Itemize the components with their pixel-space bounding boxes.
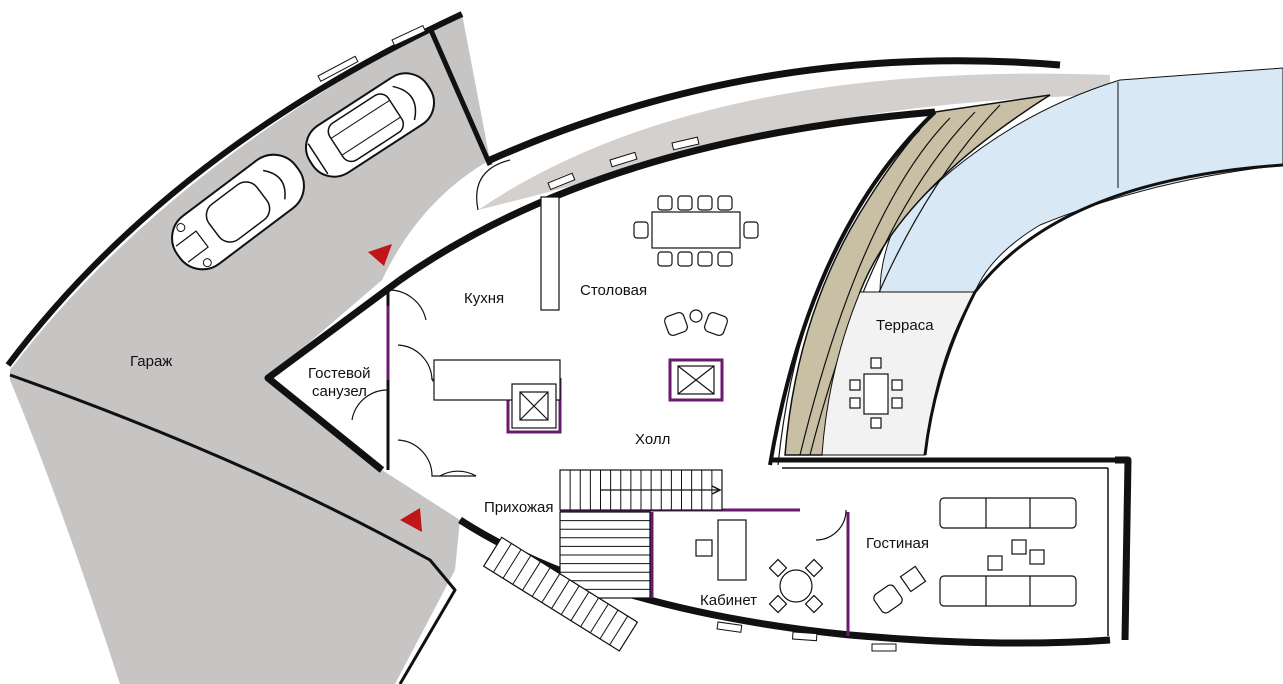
garage-area (5, 11, 493, 684)
elevator-icon (668, 358, 724, 402)
stair-tread (551, 579, 570, 609)
stair-tread (570, 591, 590, 621)
entry-arrow-icon (400, 508, 422, 532)
stair-tread (589, 603, 609, 634)
south-wall (458, 517, 1111, 647)
dining-table-icon (849, 357, 903, 429)
room-label-guest-wc-1: Гостевой (308, 365, 371, 382)
canopy-curve (476, 159, 511, 211)
garage-floor (10, 14, 490, 684)
stair-tread (560, 585, 580, 615)
kitchen-counter (540, 196, 560, 311)
armchair-icon (873, 565, 927, 614)
west-wall (264, 277, 403, 473)
room-label-garage: Гараж (130, 353, 172, 370)
window (671, 136, 700, 151)
garage-outer-wall (5, 11, 464, 367)
stair-icon (559, 469, 723, 599)
entry-arrow-icon (368, 244, 392, 266)
stair-tread (502, 549, 522, 579)
room-label-entry: Прихожая (484, 499, 554, 516)
armchair-icon (663, 309, 729, 337)
car-icon (171, 153, 305, 271)
window (716, 621, 743, 633)
room-label-hall: Холл (635, 431, 670, 448)
room-label-guest-wc-2: санузел (312, 383, 367, 400)
dining-table-icon (633, 195, 759, 267)
stair-tread (512, 555, 532, 585)
garage-inner-wall (427, 26, 493, 167)
north-wall-inner (397, 108, 936, 283)
roof-strip (478, 73, 1110, 210)
stair-tread (522, 561, 541, 591)
sofa-icon (939, 497, 1077, 607)
room-label-study: Кабинет (700, 592, 757, 609)
dining-table-icon (768, 558, 824, 614)
north-wall-outer (488, 57, 1061, 164)
garage-window (317, 55, 359, 82)
guest-wc-doors (351, 289, 847, 541)
window (547, 172, 576, 191)
kitchen-island (433, 359, 561, 401)
east-wall (1115, 456, 1132, 641)
elevator-icon (511, 383, 557, 429)
room-label-dining: Столовая (580, 282, 647, 299)
pool-deck (768, 67, 1283, 466)
window (609, 151, 638, 168)
stair-tread (531, 567, 551, 597)
car-icon (305, 72, 435, 178)
room-label-terrace: Терраса (876, 317, 934, 334)
stair-tread (492, 543, 512, 573)
upper-wall (397, 57, 1110, 283)
window (871, 643, 897, 652)
garage-lower-edge (9, 373, 457, 684)
stair-icon (482, 536, 639, 652)
pool-outer-wall (923, 163, 1283, 456)
stair-tread (609, 615, 629, 646)
stair-tread (580, 597, 600, 628)
stair-tread (541, 573, 561, 603)
house-walls (264, 277, 1132, 652)
stair-tread (599, 609, 619, 640)
room-label-living: Гостиная (866, 535, 929, 552)
garage-window (391, 24, 427, 47)
window (791, 631, 818, 642)
desk-icon (695, 519, 747, 581)
room-label-kitchen: Кухня (464, 290, 504, 307)
